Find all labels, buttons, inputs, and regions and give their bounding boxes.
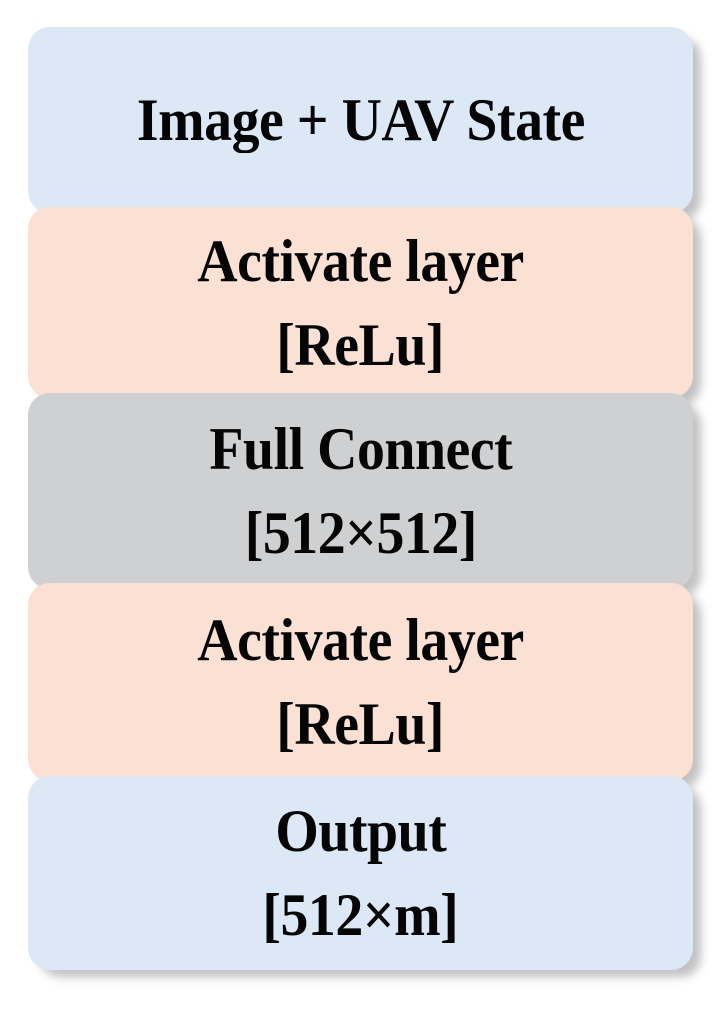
node-image-uav-state[interactable]: Image + UAV State: [28, 27, 693, 213]
node-full-connect[interactable]: Full Connect [512×512]: [28, 393, 693, 589]
node-activate-layer-2-label: Activate layer: [197, 607, 524, 673]
node-activate-layer-1[interactable]: Activate layer [ReLu]: [28, 207, 693, 398]
node-image-uav-state-label: Image + UAV State: [136, 87, 585, 153]
node-output[interactable]: Output [512×m]: [28, 776, 693, 970]
node-activate-layer-2-sublabel: [ReLu]: [276, 691, 445, 757]
node-output-label: Output: [275, 798, 446, 864]
node-activate-layer-2[interactable]: Activate layer [ReLu]: [28, 583, 693, 781]
node-activate-layer-1-sublabel: [ReLu]: [276, 311, 445, 378]
node-output-sublabel: [512×m]: [262, 882, 459, 948]
node-activate-layer-1-label: Activate layer: [197, 227, 524, 294]
node-full-connect-label: Full Connect: [209, 416, 512, 482]
node-full-connect-sublabel: [512×512]: [244, 500, 477, 566]
